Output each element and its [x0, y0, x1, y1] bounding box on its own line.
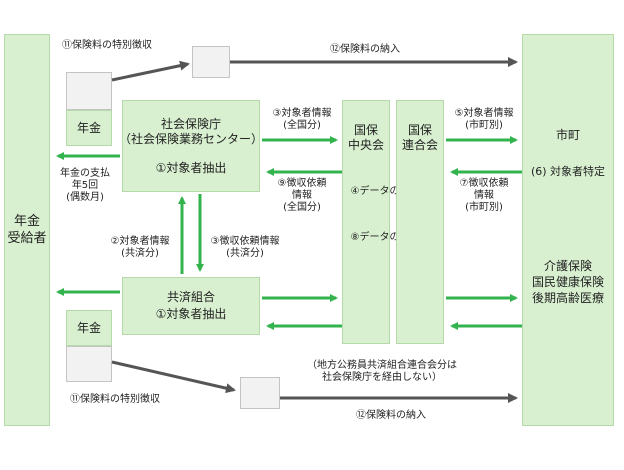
label-payment-top: ⑫保険料の納入 — [330, 44, 400, 55]
label-note-local: （地方公務員共済組合連合会分は 社会保険庁を経由しない） — [307, 360, 457, 383]
city-box — [522, 34, 614, 426]
kyosai-step: ①対象者抽出 — [155, 307, 227, 321]
pension-source-box-bottom — [66, 346, 112, 382]
social-insurance-agency-box: 社会保険庁 （社会保険業務センター） ①対象者抽出 — [119, 100, 264, 192]
label-pay-note: 年金の支払 年5回 (偶数月) — [60, 168, 110, 203]
pension-box-top: 年金 — [66, 110, 112, 146]
central-step2: ⑧データの一本化 — [350, 232, 430, 243]
central-title: 国保 中央会 — [347, 123, 384, 152]
city-title: 市町 — [555, 128, 580, 142]
pension-source-box-top — [66, 72, 112, 110]
mutual-aid-box: 共済組合 ①対象者抽出 — [122, 277, 260, 335]
pension-recipient-box: 年金 受給者 — [4, 34, 50, 426]
label-3b: ③徴収依頼情報 (共済分) — [210, 236, 280, 259]
label-special-bottom: ⑪保険料の特別徴収 — [70, 394, 160, 405]
insurance-types: 介護保険 国民健康保険 後期高齢医療 — [531, 259, 604, 305]
pension-top-label: 年金 — [76, 120, 101, 135]
label-2: ②対象者情報 (共済分) — [110, 236, 170, 259]
city-step: (6) 対象者特定 — [530, 165, 606, 178]
flow-special-bottom — [111, 360, 236, 394]
label-payment-bottom: ⑫保険料の納入 — [356, 410, 426, 421]
pension-recipient-label: 年金 受給者 — [7, 214, 47, 246]
pension-box-bottom: 年金 — [66, 310, 112, 346]
pension-bottom-label: 年金 — [76, 320, 101, 335]
label-3: ③対象者情報 (全国分) — [272, 108, 332, 131]
transfer-box-bottom — [240, 377, 280, 409]
national-central-box: 国保 中央会 — [342, 100, 390, 344]
label-special-top: ⑪保険料の特別徴収 — [62, 40, 152, 51]
flow-special-top — [111, 60, 190, 82]
central-step1: ④データの振分け — [350, 186, 430, 197]
sss-step: ①対象者抽出 — [155, 160, 227, 175]
label-9: ⑨徴収依頼 情報 (全国分) — [277, 178, 327, 213]
federation-box: 国保 連合会 — [396, 100, 444, 344]
federation-title: 国保 連合会 — [401, 123, 438, 152]
label-7: ⑦徴収依頼 情報 (市町別) — [459, 178, 509, 213]
kyosai-title: 共済組合 — [166, 290, 215, 304]
sss-title: 社会保険庁 （社会保険業務センター） — [119, 116, 264, 146]
label-5: ⑤対象者情報 (市町別) — [454, 108, 514, 131]
transfer-box-top — [192, 46, 230, 78]
